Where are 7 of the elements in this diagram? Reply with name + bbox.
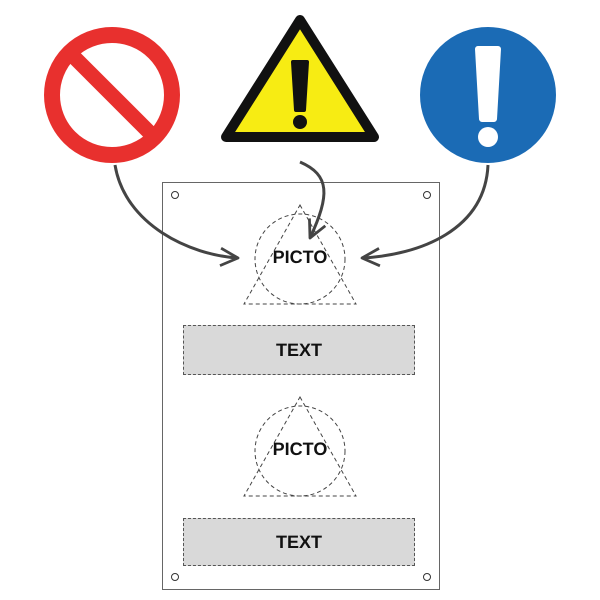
placeholder-label: PICTO xyxy=(272,247,328,268)
placeholder-label: PICTO xyxy=(272,439,328,460)
text-field: TEXT xyxy=(183,518,415,566)
arrow xyxy=(360,164,490,267)
arrow xyxy=(299,160,326,240)
text-field: TEXT xyxy=(183,325,415,375)
arrow xyxy=(114,164,240,266)
